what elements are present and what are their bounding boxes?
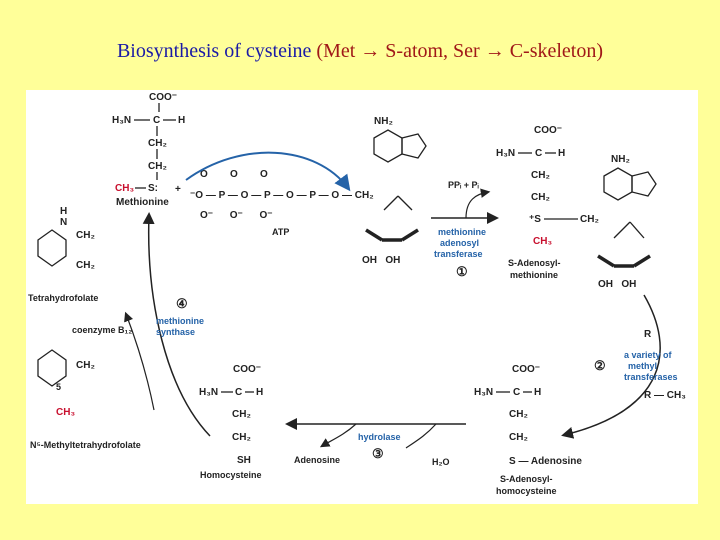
hcy-ch2b: CH₂ [232, 432, 251, 443]
step2-number: ② [594, 358, 606, 373]
met-plus: + [175, 184, 181, 195]
step1-number: ① [456, 264, 468, 279]
sah-h3n: H₃N [474, 387, 493, 398]
sam-name2: methionine [510, 270, 558, 280]
step3-group: hydrolase ③ Adenosine H₂O [285, 418, 466, 467]
met-ch2b: CH₂ [148, 161, 167, 172]
sam-nh2: NH₂ [611, 154, 630, 165]
sah-s: S — Adenosine [509, 456, 582, 467]
sah-name2: homocysteine [496, 486, 557, 496]
sah-ch2b: CH₂ [509, 432, 528, 443]
sah-ch2a: CH₂ [509, 409, 528, 420]
atp-nh2: NH₂ [374, 116, 393, 127]
met-h: H [178, 115, 185, 126]
step2-group: R ② a variety of methyl transferases R —… [561, 294, 686, 439]
hcy-h: H [256, 387, 263, 398]
step4-enzyme2: synthase [156, 327, 195, 337]
atp-phosphates: ⁻O — P — O — P — O — P — O — CH₂ [190, 190, 374, 201]
step4-group: ④ methionine synthase [124, 212, 211, 437]
atp-o-top: O O O [200, 169, 268, 180]
atp-purine-ring [373, 129, 403, 163]
step1-enzyme3: transferase [434, 249, 483, 259]
mthf-ch3: CH₃ [56, 407, 75, 418]
step2-enzyme2: methyl [628, 361, 657, 371]
met-s: S: [148, 183, 158, 194]
met-coo: COO⁻ [149, 92, 177, 103]
step2-enzyme3: transferases [624, 372, 678, 382]
sam-ch2c: CH₂ [580, 214, 599, 225]
step4-number: ④ [176, 296, 188, 311]
step4-arrow [142, 212, 211, 437]
thf-ch2b: CH₂ [76, 260, 95, 271]
atp-name: ATP [272, 227, 289, 237]
sam-oh: OH OH [598, 279, 636, 290]
hcy-coo: COO⁻ [233, 364, 261, 375]
sah-name1: S-Adenosyl- [500, 474, 553, 484]
hcy-sh: SH [237, 455, 251, 466]
step3-number: ③ [372, 446, 384, 461]
sam-structure: COO⁻ H₃N C H CH₂ CH₂ ⁺S CH₂ CH₃ S-Adenos… [496, 125, 657, 290]
sam-s: ⁺S [529, 214, 541, 225]
sam-purine-ring [603, 167, 633, 201]
sah-c: C [513, 387, 520, 398]
thf-n: N [60, 217, 67, 228]
diagram-panel: COO⁻ H₃N C H CH₂ CH₂ CH₃ S: + Methionine… [26, 90, 698, 504]
page-title: Biosynthesis of cysteine (Met → S-atom, … [0, 40, 720, 63]
step2-enzyme1: a variety of [624, 350, 673, 360]
met-h3n: H₃N [112, 115, 131, 126]
sah-coo: COO⁻ [512, 364, 540, 375]
thf-pteridine-ring [37, 229, 67, 267]
sam-ch2a: CH₂ [531, 170, 550, 181]
sam-name1: S-Adenosyl- [508, 258, 561, 268]
sam-ch2b: CH₂ [531, 192, 550, 203]
mthf-ch2: CH₂ [76, 360, 95, 371]
step2-product: R — CH₃ [644, 390, 686, 401]
hcy-c: C [235, 387, 242, 398]
atp-oh: OH OH [362, 255, 400, 266]
hcy-h3n: H₃N [199, 387, 218, 398]
sah-h: H [534, 387, 541, 398]
atp-structure: O O O ⁻O — P — O — P — O — P — O — CH₂ O… [190, 116, 427, 266]
step2-arrow [561, 294, 661, 439]
title-sub: (Met → S-atom, Ser → C-skeleton) [311, 40, 604, 62]
sam-h: H [558, 148, 565, 159]
sam-coo: COO⁻ [534, 125, 562, 136]
step3-water: H₂O [432, 457, 450, 467]
met-ch3: CH₃ [115, 183, 134, 194]
thf-h: H [60, 206, 67, 217]
mthf-structure: CH₂ 5 CH₃ N⁵-Methyltetrahydrofolate [30, 349, 141, 450]
step1-enzyme2: adenosyl [440, 238, 479, 248]
thf-ch2: CH₂ [76, 230, 95, 241]
atp-o-bottom: O⁻ O⁻ O⁻ [200, 210, 273, 221]
thf-name1: Tetrahydrofolate [28, 293, 98, 303]
sam-h3n: H₃N [496, 148, 515, 159]
sam-ch3: CH₃ [533, 236, 552, 247]
mthf-pteridine-ring [37, 349, 67, 387]
hcy-name: Homocysteine [200, 470, 262, 480]
met-name: Methionine [116, 197, 169, 208]
mthf-name: N⁵-Methyltetrahydrofolate [30, 440, 141, 450]
step4-enzyme1: methionine [156, 316, 204, 326]
pathway-diagram: COO⁻ H₃N C H CH₂ CH₂ CH₃ S: + Methionine… [28, 92, 686, 496]
thf-structure: H N CH₂ CH₂ Tetrahydrofolate coenzyme B₁… [28, 206, 132, 335]
title-main: Biosynthesis of cysteine [116, 40, 312, 62]
step1-group: PPᵢ + Pᵢ methionine adenosyl transferase… [431, 180, 499, 279]
step3-enzyme: hydrolase [358, 432, 401, 442]
sah-structure: COO⁻ H₃N C H CH₂ CH₂ S — Adenosine S-Ade… [474, 364, 582, 496]
hcy-ch2a: CH₂ [232, 409, 251, 420]
step3-adenosine: Adenosine [294, 455, 340, 465]
met-c: C [153, 115, 160, 126]
mthf-n5: 5 [56, 382, 61, 392]
step1-enzyme1: methionine [438, 227, 486, 237]
step2-r: R [644, 329, 652, 340]
thf-name2: coenzyme B₁₂ [72, 325, 132, 335]
nucleophilic-attack-arrow [185, 151, 351, 192]
methionine-structure: COO⁻ H₃N C H CH₂ CH₂ CH₃ S: + Methionine [112, 92, 185, 208]
step1-byproducts: PPᵢ + Pᵢ [448, 180, 480, 190]
met-ch2a: CH₂ [148, 138, 167, 149]
homocysteine-structure: COO⁻ H₃N C H CH₂ CH₂ SH Homocysteine [199, 364, 263, 480]
sam-c: C [535, 148, 542, 159]
